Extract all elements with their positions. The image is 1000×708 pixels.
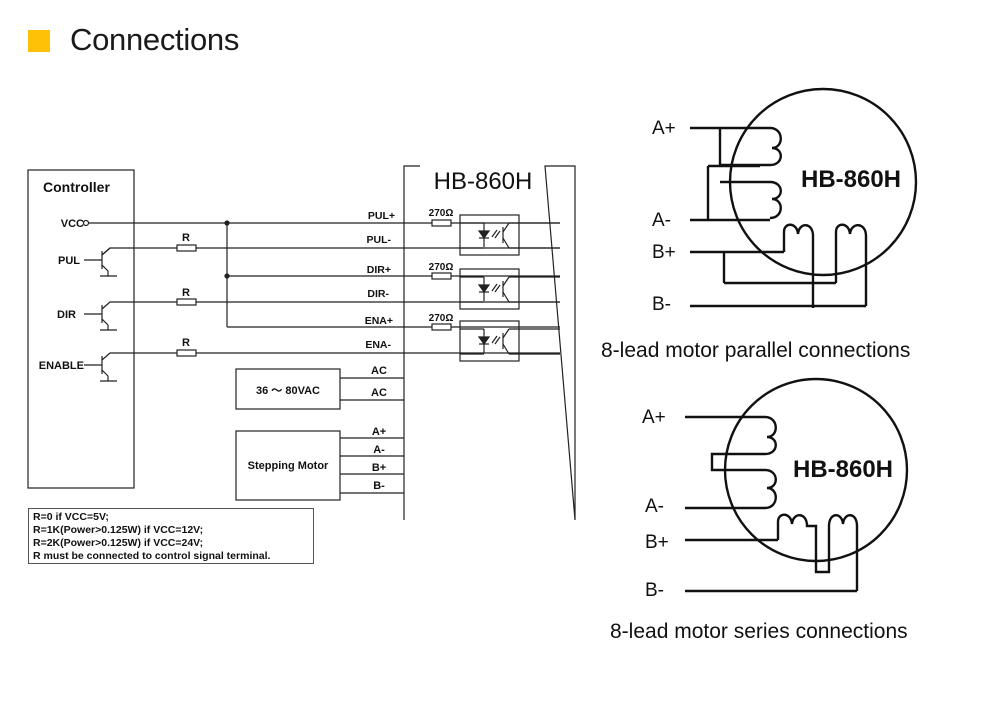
stepping-motor-box [235,430,341,501]
led-icon [477,230,491,240]
light-arrow-icon [491,335,498,344]
driver-box [403,165,576,521]
motor-terminal-b-plus: B+ [372,462,386,474]
driver-model-label: HB-860H [434,168,533,195]
header-accent-square [28,30,50,52]
note-line: R must be connected to control signal te… [33,550,271,562]
phototransistor-icon [502,237,510,249]
note-line: R=1K(Power>0.125W) if VCC=12V; [33,524,204,536]
note-line: R=0 if VCC=5V; [33,511,109,523]
input-dir-minus: DIR- [367,288,389,300]
series-lead-b-plus: B+ [645,532,669,553]
resistor-label: R [182,287,190,299]
optocoupler [459,268,520,310]
light-arrow-icon [491,283,498,292]
parallel-lead-a-plus: A+ [652,118,676,139]
input-resistor-label: 270Ω [429,313,454,324]
light-arrow-icon [494,230,501,239]
controller-box [27,169,135,489]
pin-pul-label: PUL [58,255,80,267]
ac-terminal-label: AC [371,365,387,377]
light-arrow-icon [494,284,501,293]
light-arrow-icon [491,229,498,238]
stepping-motor-label: Stepping Motor [248,460,329,472]
series-lead-a-plus: A+ [642,407,666,428]
input-pul-plus: PUL+ [368,210,395,222]
input-resistor-label: 270Ω [429,262,454,273]
input-pul-minus: PUL- [367,234,392,246]
parallel-motor-diagram [690,87,918,308]
note-line: R=2K(Power>0.125W) if VCC=24V; [33,537,204,549]
motor-terminal-b-minus: B- [373,480,385,492]
series-model-label: HB-860H [793,456,893,483]
pin-vcc-label: VCC [61,218,84,230]
input-ena-minus: ENA- [365,339,391,351]
power-supply-label: 36 ～ 80VAC [256,385,320,397]
light-arrow-icon [494,336,501,345]
parallel-caption: 8-lead motor parallel connections [601,339,911,362]
parallel-lead-a-minus: A- [652,210,671,231]
series-motor-diagram [685,377,909,593]
page-title: Connections [70,22,240,57]
phototransistor-icon [502,328,510,339]
motor-terminal-a-minus: A- [373,444,385,456]
input-ena-plus: ENA+ [365,315,393,327]
input-dir-plus: DIR+ [367,264,391,276]
controller-title: Controller [43,179,110,195]
optocoupler [459,214,520,256]
phototransistor-icon [502,276,510,287]
resistor-label: R [182,232,190,244]
led-icon [477,336,491,346]
resistor-notes: R=0 if VCC=5V; R=1K(Power>0.125W) if VCC… [28,508,314,564]
series-caption: 8-lead motor series connections [610,620,908,643]
parallel-model-label: HB-860H [801,166,901,193]
input-resistor-label: 270Ω [429,208,454,219]
series-lead-b-minus: B- [645,580,664,601]
ac-terminal-label: AC [371,387,387,399]
pin-dir-label: DIR [57,309,76,321]
parallel-lead-b-minus: B- [652,294,671,315]
parallel-lead-b-plus: B+ [652,242,676,263]
phototransistor-icon [502,222,510,233]
optocoupler [459,320,520,362]
pin-enable-label: ENABLE [39,360,84,372]
series-lead-a-minus: A- [645,496,664,517]
motor-terminal-a-plus: A+ [372,426,386,438]
resistor-label: R [182,337,190,349]
phototransistor-icon [502,291,510,303]
led-icon [477,284,491,294]
phototransistor-icon [502,343,510,355]
power-supply-box [235,368,341,410]
